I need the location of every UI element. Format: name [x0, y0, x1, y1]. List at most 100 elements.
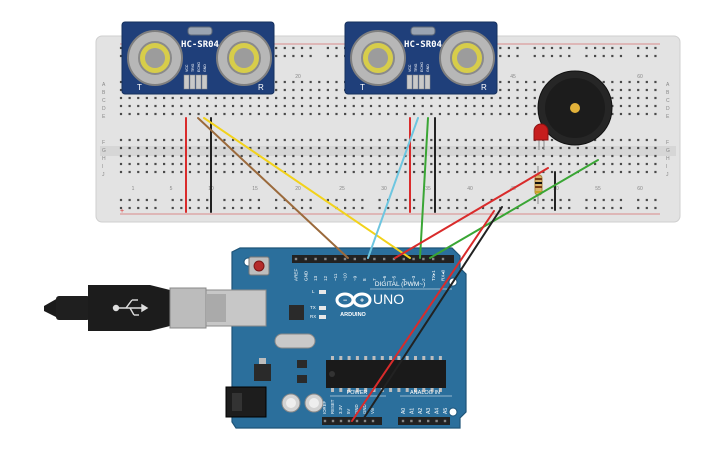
- analog-pin-label: A3: [426, 408, 432, 414]
- digital-pin-label: AREF: [294, 269, 299, 281]
- digital-pin-label: GND: [303, 270, 308, 281]
- sensor-2-label: HC-SR04: [404, 40, 443, 50]
- digital-header-pins: [294, 257, 445, 261]
- power-pin-label: 3.3V: [338, 405, 343, 414]
- row-label-e-right: E: [666, 114, 670, 120]
- analog-pin-label: A2: [418, 408, 424, 414]
- wire-red-5v[interactable]: [351, 210, 495, 422]
- row-label-f-right: F: [666, 140, 669, 146]
- analog-label: ANALOG IN: [410, 390, 440, 396]
- row-label-i-right: I: [666, 164, 667, 170]
- row-label-b-right: B: [666, 90, 670, 96]
- digital-pin-label: RX◂0: [441, 269, 446, 281]
- tx-label: TX: [310, 305, 316, 310]
- sensor-1-pin-vcc: VCC: [185, 64, 189, 72]
- digital-pin-label: 7: [372, 278, 377, 281]
- digital-pin-label: ~10: [343, 273, 348, 281]
- wire-cyan-s2-echo[interactable]: [367, 117, 419, 259]
- digital-label: DIGITAL (PWM~): [375, 281, 425, 288]
- bottom-header-pins: [323, 419, 447, 423]
- sensor-1-t-mark: T: [137, 83, 142, 92]
- voltage-regulator: [254, 364, 271, 381]
- ultrasonic-sensor-1[interactable]: HC-SR04 T R VCC TRIG ECHO GND: [121, 21, 275, 95]
- sensor-2-pin-echo: ECHO: [420, 62, 424, 72]
- tx-led: [319, 306, 326, 310]
- wire-red-led[interactable]: [394, 167, 549, 259]
- wire-black-gnd[interactable]: [361, 206, 503, 422]
- analog-pin-label: A5: [443, 408, 449, 414]
- board-model: UNO: [373, 291, 404, 307]
- col-number-15: 15: [252, 186, 258, 192]
- row-label-j-right: J: [666, 172, 669, 178]
- power-label: POWER: [347, 390, 368, 396]
- l-label: L: [312, 289, 315, 294]
- red-led[interactable]: [533, 123, 549, 150]
- digital-header: [292, 255, 454, 263]
- col-number-30: 30: [381, 186, 387, 192]
- resistor[interactable]: [534, 166, 543, 204]
- digital-pin-label: ~3: [411, 275, 416, 281]
- row-label-f-left: F: [102, 140, 105, 146]
- digital-pin-label: ~9: [352, 275, 357, 281]
- power-pin-label: GND: [362, 404, 367, 414]
- col-number-60: 60: [637, 186, 643, 192]
- power-pin-label: 5V: [346, 409, 351, 414]
- row-label-d-left: D: [102, 106, 106, 112]
- power-pin-label: RESET: [330, 399, 335, 414]
- board-brand: ARDUINO: [340, 312, 366, 318]
- row-label-d-right: D: [666, 106, 670, 112]
- col-number-5: 5: [170, 186, 173, 192]
- row-label-c-left: C: [102, 98, 106, 104]
- analog-pin-label: A0: [401, 408, 407, 414]
- row-label-j-left: J: [102, 172, 105, 178]
- sensor-1-pin-trig: TRIG: [191, 63, 195, 72]
- arduino-logo: − +: [335, 292, 372, 308]
- sensor-1-pin-echo: ECHO: [197, 62, 201, 72]
- wire-brown-s1-echo[interactable]: [197, 117, 349, 259]
- sensor-2-r-mark: R: [481, 83, 487, 92]
- row-label-h-right: H: [666, 156, 670, 162]
- row-label-g-right: G: [666, 148, 670, 154]
- dc-power-jack[interactable]: [225, 386, 267, 418]
- col-number-20: 20: [295, 186, 301, 192]
- analog-pin-label: A1: [409, 408, 415, 414]
- sensor-1-label: HC-SR04: [181, 40, 220, 50]
- crystal-oscillator: [274, 333, 316, 349]
- row-label-b-left: B: [102, 90, 106, 96]
- row-label-i-left: I: [102, 164, 103, 170]
- digital-pin-label: ~11: [333, 273, 338, 281]
- atmega-chip: [326, 356, 446, 392]
- reset-button[interactable]: [248, 256, 270, 276]
- row-label-h-left: H: [102, 156, 106, 162]
- sensor-1-pin-gnd: GND: [203, 64, 207, 72]
- sensor-1-r-mark: R: [258, 83, 264, 92]
- logo-minus-icon: −: [343, 298, 347, 305]
- row-label-c-right: C: [666, 98, 670, 104]
- wire-green-buzzer[interactable]: [429, 159, 599, 259]
- rail-plus-sign: +: [120, 208, 124, 215]
- col-number-35: 35: [425, 186, 431, 192]
- usb-icon: [112, 299, 149, 316]
- piezo-buzzer[interactable]: [537, 70, 613, 146]
- wire-green-s2-trig[interactable]: [419, 117, 429, 259]
- usb-cable[interactable]: [44, 285, 267, 331]
- digital-pin-label: 8: [362, 278, 367, 281]
- digital-pin-label: TX▸1: [431, 270, 436, 281]
- rx-led: [319, 315, 326, 319]
- digital-pin-label: 13: [313, 275, 318, 281]
- col-number-top-20: 20: [295, 74, 301, 80]
- wires: [185, 117, 599, 422]
- digital-pin-label: 12: [323, 275, 328, 281]
- row-label-a-left: A: [102, 82, 106, 88]
- analog-header: [398, 417, 450, 425]
- ultrasonic-sensor-2[interactable]: HC-SR04 T R VCC TRIG ECHO GND: [344, 21, 498, 95]
- digital-pin-label: 2: [421, 278, 426, 281]
- col-number-25: 25: [339, 186, 345, 192]
- logo-plus-icon: +: [360, 298, 364, 305]
- row-label-g-left: G: [102, 148, 106, 154]
- row-label-a-right: A: [666, 82, 670, 88]
